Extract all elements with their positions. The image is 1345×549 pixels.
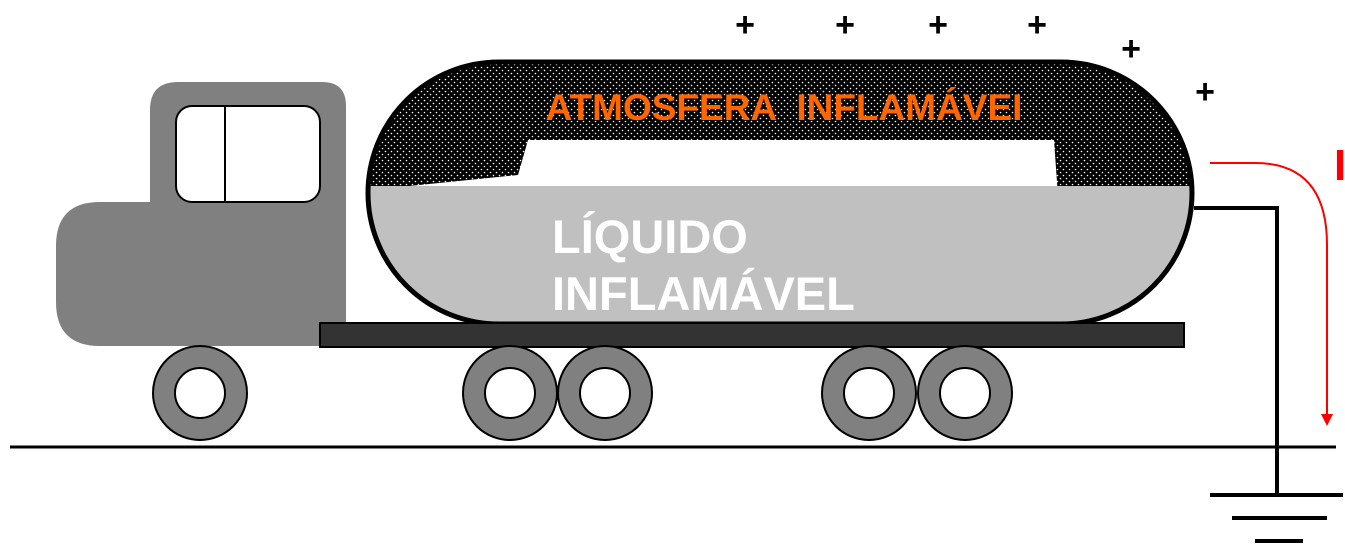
liquid-label-line1: LÍQUIDO (552, 210, 748, 263)
wheel (462, 345, 558, 441)
atmosphere-label: ATMOSFERA INFLAMÁVEI (546, 87, 1023, 128)
truck-chassis (319, 322, 1185, 348)
vapor-layer (370, 60, 1190, 200)
charge-plus: + (1121, 30, 1141, 68)
liquid-label-line2: INFLAMÁVEL (552, 267, 855, 320)
arrowhead-icon (1321, 414, 1333, 426)
liquid-layer (366, 186, 1194, 326)
wheel (821, 345, 917, 441)
tank: ATMOSFERA INFLAMÁVEI LÍQUIDO INFLAMÁVEL (365, 59, 1195, 327)
wheel (917, 345, 1013, 441)
ground-symbol-icon (1210, 493, 1343, 543)
charge-plus: + (1027, 6, 1047, 44)
current-label: I (1334, 141, 1345, 190)
truck-cab (56, 82, 346, 346)
wheel (152, 345, 248, 441)
wheels (152, 345, 1013, 441)
current-arrow (1210, 162, 1333, 426)
static-charges: + + + + + + (735, 6, 1215, 111)
charge-plus: + (835, 6, 855, 44)
charge-plus: + (928, 6, 948, 44)
charge-plus: + (735, 6, 755, 44)
grounding-cable (1194, 206, 1279, 495)
cab-window (175, 105, 321, 203)
charge-plus: + (1195, 73, 1215, 111)
wheel (557, 345, 653, 441)
